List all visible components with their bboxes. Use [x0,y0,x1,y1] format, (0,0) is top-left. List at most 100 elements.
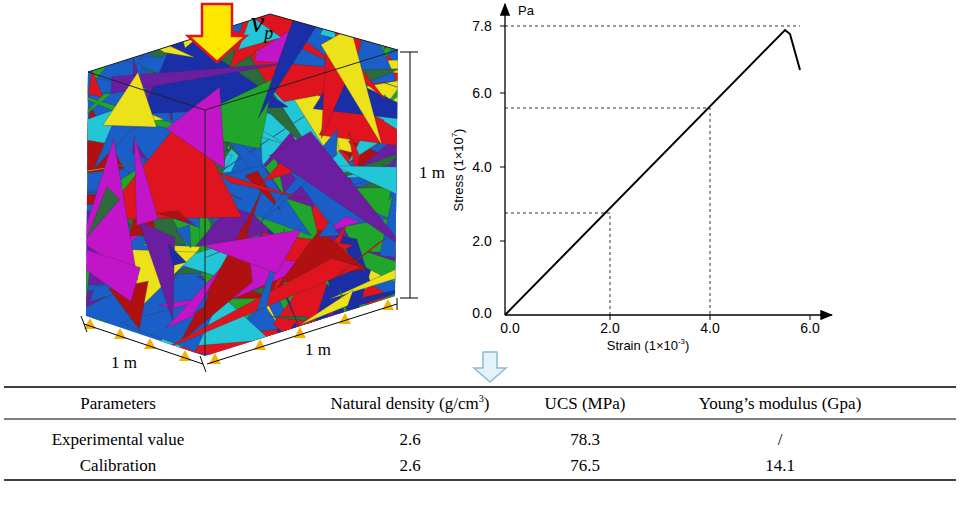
fracture-facet [69,13,103,98]
unit-label: Pa [518,3,534,18]
tick-label: 6.0 [800,320,819,336]
table-header: Natural density (g/cm [330,394,478,413]
fracture-facet [328,313,354,334]
table-cell-group: 2.6 [399,431,420,448]
tick-label: 0.0 [500,320,519,336]
tick-label: 6.0 [472,85,491,101]
dimension-label-group: 1 m [419,164,445,181]
fracture-facet [320,12,336,39]
axis-title: 7 [450,133,459,137]
fracture-facet [87,187,119,238]
fracture-facet [73,94,111,126]
load-arrow [188,4,246,62]
tick-label: 2.0 [472,233,491,249]
table-header: Young’s modulus (Gpa) [699,394,862,413]
table-cell-group: 78.3 [570,431,600,448]
dimension-lines [81,52,418,372]
fracture-facet [91,318,108,326]
table-cell-group: Calibration [80,457,156,474]
table-cell-group: Experimental value [52,431,185,448]
tick-label: 0.0 [472,305,491,321]
tick-label-group: 6.0 [800,321,819,335]
dimension-label: 1 m [111,353,137,372]
table-header-group: UCS (MPa) [545,395,626,412]
axis-title: ) [685,338,689,353]
fracture-facet [321,28,382,146]
tick-label-group: 6.0 [472,86,491,100]
axis-title: Stress (1×10 [451,137,466,211]
fracture-facet [26,180,99,194]
fracture-facet [168,244,186,266]
flow-arrow [474,352,506,382]
axis-title-group: Strain (1×10-3) [607,338,689,351]
fracture-facet [203,230,301,274]
velocity-label: p [264,23,273,43]
table-cell: Calibration [80,456,156,475]
table-header: Parameters [80,394,156,413]
fracture-facet [51,294,92,368]
fracture-facet [387,49,466,104]
table-rules [4,387,956,480]
fracture-facet [31,231,141,302]
table-cell-group: 76.5 [570,457,600,474]
table-cell: 2.6 [399,430,420,449]
fracture-facet [286,323,361,369]
table-cell-group: 2.6 [399,457,420,474]
axis-title: Strain (1×10 [607,338,678,353]
fracture-facet [157,211,191,223]
fracture-facet [41,260,57,374]
fracture-facet [310,0,339,24]
fracture-facet [82,13,165,49]
fracture-cube [0,0,481,427]
axis-title: -3 [678,337,685,346]
table-cell-group: 14.1 [765,457,795,474]
table-header-group: Young’s modulus (Gpa) [699,395,862,412]
tick-label: 4.0 [700,320,719,336]
fracture-facet [269,131,405,248]
fracture-facet [378,0,458,45]
table-cell: 2.6 [399,456,420,475]
tick-label-group: 4.0 [472,160,491,174]
table-header: ) [484,394,490,413]
fracture-facet [139,222,175,322]
unit-label-group: Pa [518,4,534,17]
fracture-facet [22,161,147,181]
fracture-facet [219,173,307,199]
axis-title: ) [451,129,466,133]
velocity-label-group: vp [251,7,273,42]
tick-label-group: 0.0 [472,306,491,320]
fracture-facet [258,0,338,118]
tick-label-group: 7.8 [472,19,491,33]
fracture-facet [348,132,360,172]
fracture-facet [330,238,386,281]
fracture-facet [340,298,477,362]
fracture-facet [232,323,332,423]
table-cell: 78.3 [570,430,600,449]
table-cell: / [778,430,783,449]
support-triangle [339,313,351,324]
fracture-facet [94,45,119,64]
fracture-facet [134,135,158,225]
table-header-group: Natural density (g/cm3) [330,394,489,412]
fracture-facet [414,353,447,378]
fracture-facet [300,290,354,325]
dimension-label-group: 1 m [111,354,137,371]
tick-label: 7.8 [472,18,491,34]
fracture-facet [166,87,225,169]
fracture-facet [193,291,210,314]
tick-label-group: 2.0 [472,234,491,248]
fracture-facet [176,225,191,248]
fracture-facet [380,34,410,50]
tick-label: 4.0 [472,159,491,175]
tick-label-group: 2.0 [600,321,619,335]
dimension-label: 1 m [305,340,331,359]
dimension-label: 1 m [419,163,445,182]
fracture-facet [380,329,421,367]
fracture-facet [105,16,195,57]
tick-label: 2.0 [600,320,619,336]
fracture-facet [319,221,340,237]
tick-label-group: 4.0 [700,321,719,335]
table-header: 3 [479,393,484,404]
fracture-facet [85,0,136,27]
table-header-group: Parameters [80,395,156,412]
